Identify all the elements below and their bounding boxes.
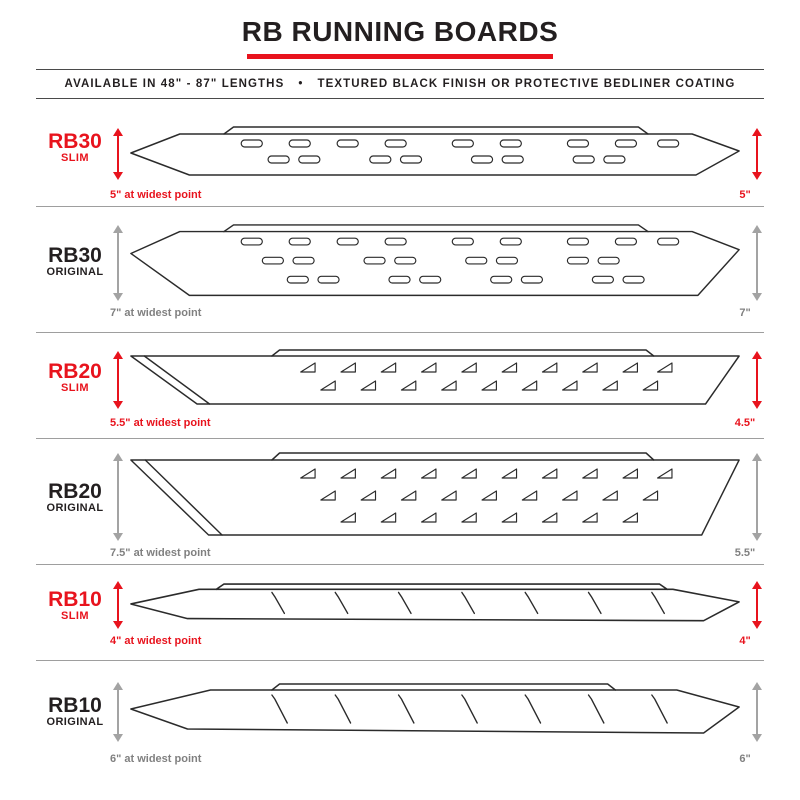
height-measure-arrow-icon xyxy=(751,351,762,409)
product-model: RB20 xyxy=(48,360,102,383)
height-measure-arrow-icon xyxy=(751,453,762,541)
product-variant-badge: SLIM xyxy=(61,382,89,395)
product-row-rb30-original: RB30 ORIGINAL 7" at widest point 7" xyxy=(36,207,764,333)
height-measure-arrow-icon xyxy=(751,128,762,180)
subtitle: AVAILABLE IN 48" - 87" LENGTHS • TEXTURE… xyxy=(36,69,764,99)
product-model: RB10 xyxy=(48,588,102,611)
widest-point-label: 7.5" at widest point xyxy=(110,547,211,559)
widest-point-label: 7" at widest point xyxy=(110,307,202,319)
product-label: RB20 SLIM xyxy=(36,360,114,395)
widest-point-label: 5.5" at widest point xyxy=(110,417,211,429)
product-label: RB10 ORIGINAL xyxy=(36,694,114,729)
height-measure-arrow-icon xyxy=(751,682,762,742)
subtitle-finish: TEXTURED BLACK FINISH OR PROTECTIVE BEDL… xyxy=(317,78,736,90)
height-measure-arrow-icon xyxy=(751,581,762,629)
page-title: RB RUNNING BOARDS xyxy=(241,16,559,47)
board-illustration xyxy=(128,582,742,628)
subtitle-lengths: AVAILABLE IN 48" - 87" LENGTHS xyxy=(64,78,285,90)
board-height-label: 5.5" xyxy=(734,547,756,559)
board-height-label: 6" xyxy=(739,753,751,765)
product-model: RB20 xyxy=(48,480,102,503)
width-measure-arrow-icon xyxy=(112,682,123,742)
product-row-rb10-original: RB10 ORIGINAL 6" at widest point 6" xyxy=(36,661,764,794)
board-height-label: 5" xyxy=(739,189,751,201)
board-illustration xyxy=(128,349,742,411)
board-height-label: 7" xyxy=(739,307,751,319)
width-measure-arrow-icon xyxy=(112,351,123,409)
product-model: RB30 xyxy=(48,244,102,267)
product-label: RB20 ORIGINAL xyxy=(36,480,114,515)
product-variant-badge: ORIGINAL xyxy=(46,716,104,729)
bullet-separator-icon: • xyxy=(298,78,304,90)
width-measure-arrow-icon xyxy=(112,581,123,629)
product-model: RB30 xyxy=(48,130,102,153)
width-measure-arrow-icon xyxy=(112,225,123,301)
product-row-rb20-slim: RB20 SLIM 5.5" at widest point 4.5" xyxy=(36,333,764,439)
width-measure-arrow-icon xyxy=(112,128,123,180)
board-illustration xyxy=(128,125,742,183)
product-model: RB10 xyxy=(48,694,102,717)
widest-point-label: 4" at widest point xyxy=(110,635,202,647)
product-rows: RB30 SLIM 5" at widest point 5" RB30 ORI… xyxy=(36,99,764,794)
board-height-label: 4" xyxy=(739,635,751,647)
board-height-label: 4.5" xyxy=(734,417,756,429)
product-label: RB30 SLIM xyxy=(36,130,114,165)
product-variant-badge: ORIGINAL xyxy=(46,502,104,515)
product-row-rb30-slim: RB30 SLIM 5" at widest point 5" xyxy=(36,99,764,207)
header: RB RUNNING BOARDS AVAILABLE IN 48" - 87"… xyxy=(0,0,800,99)
board-illustration xyxy=(128,223,742,303)
board-illustration xyxy=(128,451,742,543)
width-measure-arrow-icon xyxy=(112,453,123,541)
product-variant-badge: SLIM xyxy=(61,152,89,165)
board-illustration xyxy=(128,681,742,743)
product-label: RB30 ORIGINAL xyxy=(36,244,114,279)
product-row-rb20-original: RB20 ORIGINAL 7.5" at widest point 5.5" xyxy=(36,439,764,565)
title-underline xyxy=(247,54,553,59)
product-variant-badge: ORIGINAL xyxy=(46,266,104,279)
product-variant-badge: SLIM xyxy=(61,610,89,623)
height-measure-arrow-icon xyxy=(751,225,762,301)
product-label: RB10 SLIM xyxy=(36,588,114,623)
product-row-rb10-slim: RB10 SLIM 4" at widest point 4" xyxy=(36,565,764,661)
widest-point-label: 6" at widest point xyxy=(110,753,202,765)
widest-point-label: 5" at widest point xyxy=(110,189,202,201)
